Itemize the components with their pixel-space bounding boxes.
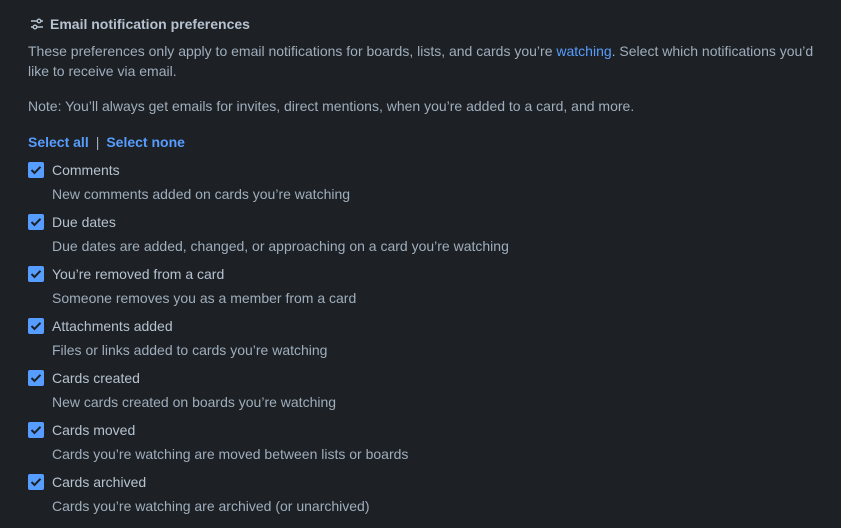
option-cards-created: Cards created New cards created on board… xyxy=(28,368,813,420)
option-description: New comments added on cards you’re watch… xyxy=(52,186,351,202)
option-description: New cards created on boards you’re watch… xyxy=(52,394,337,410)
option-label: Cards created xyxy=(52,370,140,386)
check-icon xyxy=(30,374,42,383)
note-text: Note: You’ll always get emails for invit… xyxy=(28,98,635,114)
option-comments: Comments New comments added on cards you… xyxy=(28,160,813,212)
select-all-link[interactable]: Select all xyxy=(28,134,89,150)
option-description: Files or links added to cards you’re wat… xyxy=(52,342,328,358)
option-label: Attachments added xyxy=(52,318,173,334)
option-removed-from-card: You’re removed from a card Someone remov… xyxy=(28,264,813,316)
check-icon xyxy=(30,478,42,487)
section-header: Email notification preferences xyxy=(28,14,813,34)
cards-moved-checkbox[interactable] xyxy=(28,422,44,438)
option-cards-archived: Cards archived Cards you’re watching are… xyxy=(28,472,813,524)
option-label: Cards archived xyxy=(52,474,147,490)
option-cards-moved: Cards moved Cards you’re watching are mo… xyxy=(28,420,813,472)
check-icon xyxy=(30,218,42,227)
option-label: Comments xyxy=(52,162,120,178)
watching-link[interactable]: watching xyxy=(556,43,612,59)
notification-options-list: Comments New comments added on cards you… xyxy=(28,160,813,524)
check-icon xyxy=(30,270,42,279)
option-label: Cards moved xyxy=(52,422,136,438)
section-title: Email notification preferences xyxy=(50,16,250,32)
separator: | xyxy=(95,134,100,150)
option-description: Someone removes you as a member from a c… xyxy=(52,290,357,306)
option-description: Cards you’re watching are archived (or u… xyxy=(52,498,370,514)
cards-created-checkbox[interactable] xyxy=(28,370,44,386)
option-label: Due dates xyxy=(52,214,116,230)
option-label: You’re removed from a card xyxy=(52,266,225,282)
check-icon xyxy=(30,166,42,175)
attachments-added-checkbox[interactable] xyxy=(28,318,44,334)
selection-controls: Select all | Select none xyxy=(28,132,813,152)
select-none-link[interactable]: Select none xyxy=(106,134,185,150)
due-dates-checkbox[interactable] xyxy=(28,214,44,230)
option-attachments-added: Attachments added Files or links added t… xyxy=(28,316,813,368)
cards-archived-checkbox[interactable] xyxy=(28,474,44,490)
section-description: These preferences only apply to email no… xyxy=(28,41,828,81)
check-icon xyxy=(30,426,42,435)
description-text-end: . Select which notifications you’d like … xyxy=(28,43,814,79)
description-text: These preferences only apply to email no… xyxy=(28,43,557,59)
option-due-dates: Due dates Due dates are added, changed, … xyxy=(28,212,813,264)
comments-checkbox[interactable] xyxy=(28,162,44,178)
check-icon xyxy=(30,322,42,331)
sliders-icon xyxy=(30,17,44,31)
removed-from-card-checkbox[interactable] xyxy=(28,266,44,282)
option-description: Cards you’re watching are moved between … xyxy=(52,446,409,462)
option-description: Due dates are added, changed, or approac… xyxy=(52,238,509,254)
